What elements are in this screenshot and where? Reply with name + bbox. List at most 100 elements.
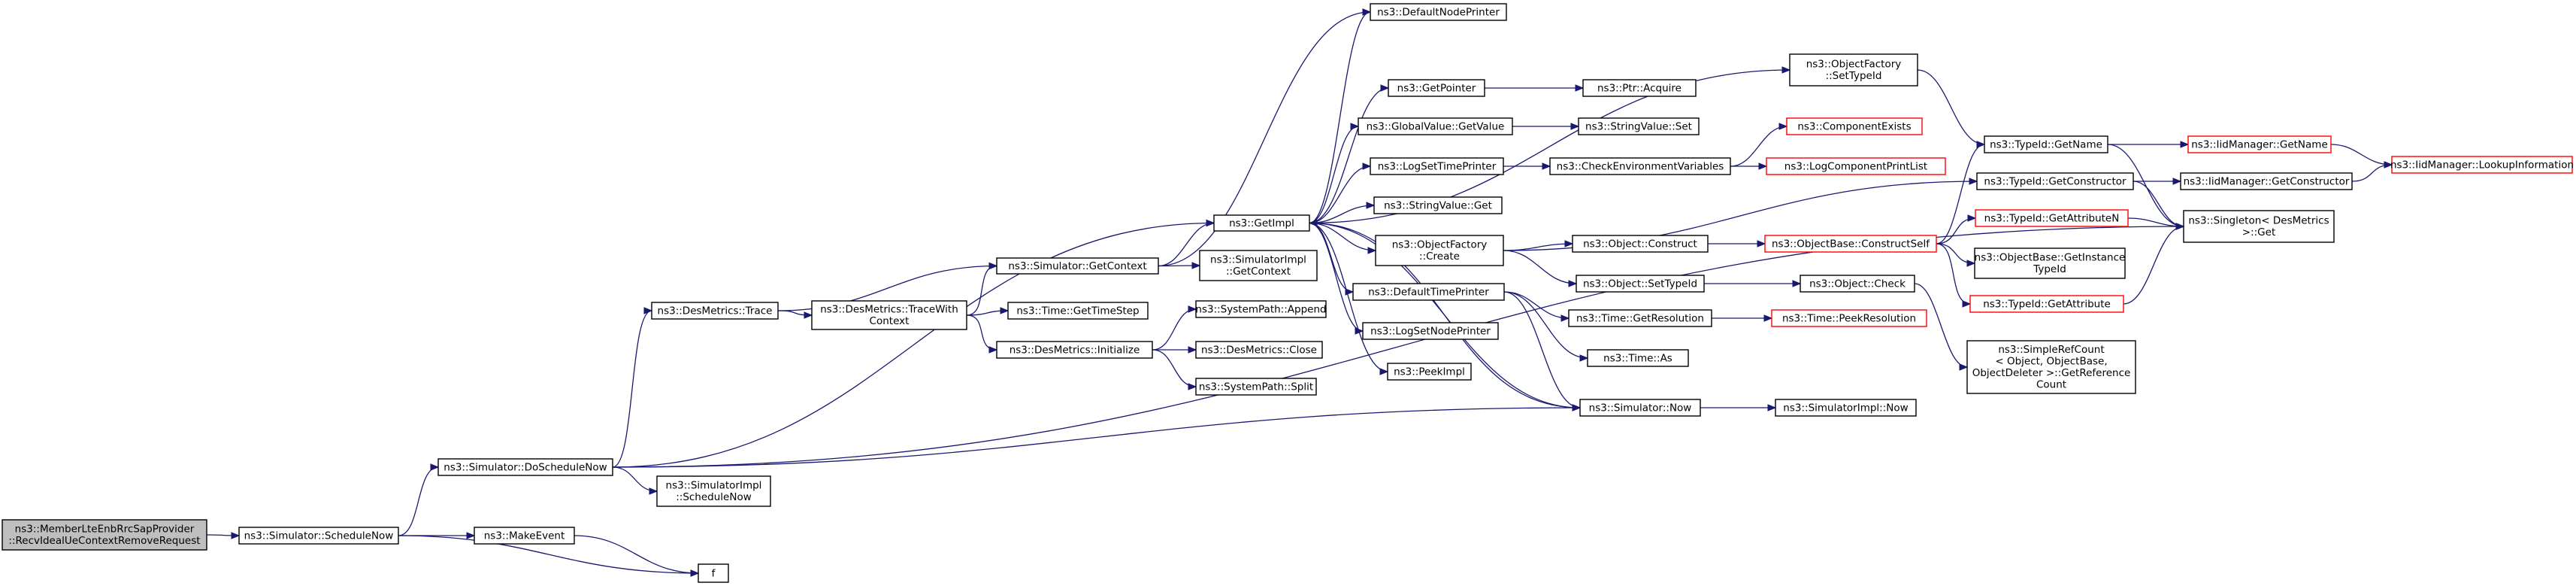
edge-arrowhead <box>1380 84 1390 92</box>
node-checkEnv[interactable]: ns3::CheckEnvironmentVariables <box>1549 157 1731 175</box>
node-label: ns3::DesMetrics::Close <box>1201 344 1317 356</box>
node-singleton[interactable]: ns3::Singleton< DesMetrics>::Get <box>2183 210 2335 243</box>
node-logSetNode[interactable]: ns3::LogSetNodePrinter <box>1362 322 1499 340</box>
node-schedNow[interactable]: ns3::Simulator::ScheduleNow <box>238 527 399 545</box>
node-ofSetTypeId[interactable]: ns3::ObjectFactory::SetTypeId <box>1789 53 1918 87</box>
node-timeAs[interactable]: ns3::Time::As <box>1587 349 1689 367</box>
node-simImplSched[interactable]: ns3::SimulatorImpl::ScheduleNow <box>656 475 771 507</box>
edge-traceWith-to-getTimeStep <box>966 307 1010 316</box>
node-defNodePrinter[interactable]: ns3::DefaultNodePrinter <box>1370 3 1507 21</box>
node-box <box>1007 302 1149 320</box>
edge-checkEnv-to-logCompPrint <box>1730 162 1768 170</box>
edge-obConstructSelf-to-obGetInstTypeId <box>1936 243 1976 267</box>
node-typeIdGetCtor[interactable]: ns3::TypeId::GetConstructor <box>1976 172 2134 190</box>
node-simNow[interactable]: ns3::Simulator::Now <box>1579 399 1701 417</box>
node-iidGetName[interactable]: ns3::IidManager::GetName <box>2187 135 2332 153</box>
node-objSetTypeId[interactable]: ns3::Object::SetTypeId <box>1576 275 1705 293</box>
edge-desInit-to-sysAppend <box>1152 305 1197 351</box>
edge-doSchedNow-to-desTrace <box>612 307 653 468</box>
edge-arrowhead <box>1966 260 1976 267</box>
node-label: ns3::DesMetrics::TraceWith <box>820 304 958 316</box>
node-timePeekRes[interactable]: ns3::Time::PeekResolution <box>1771 309 1927 327</box>
node-getPointer[interactable]: ns3::GetPointer <box>1388 79 1485 97</box>
node-label: ns3::Simulator::DoScheduleNow <box>443 461 607 473</box>
node-label: Context <box>870 315 910 327</box>
edge-typeIdGetName-to-iidGetName <box>2108 141 2190 148</box>
node-iidLookup[interactable]: ns3::IidManager::LookupInformation <box>2390 156 2574 174</box>
edge-simNow-to-simImplNow <box>1700 404 1777 411</box>
node-desInit[interactable]: ns3::DesMetrics::Initialize <box>996 341 1153 359</box>
node-label: ::SetTypeId <box>1826 70 1882 82</box>
node-doSchedNow[interactable]: ns3::Simulator::DoScheduleNow <box>437 458 613 476</box>
edge-root-to-schedNow <box>206 532 241 539</box>
edge-arrowhead <box>1959 363 1969 371</box>
edge-line <box>1503 250 1577 284</box>
node-typeIdGetAttrN[interactable]: ns3::TypeId::GetAttributeN <box>1975 209 2129 227</box>
node-getTimeStep[interactable]: ns3::Time::GetTimeStep <box>1007 302 1149 320</box>
node-getImpl[interactable]: ns3::GetImpl <box>1213 214 1310 232</box>
node-label: ns3::Time::GetResolution <box>1576 312 1704 324</box>
node-box <box>1771 309 1927 327</box>
node-makeEvent[interactable]: ns3::MakeEvent <box>474 527 575 545</box>
edge-getImpl-to-ofSetTypeId <box>1309 66 1791 224</box>
node-svGet[interactable]: ns3::StringValue::Get <box>1373 196 1503 214</box>
node-defTimePrinter[interactable]: ns3::DefaultTimePrinter <box>1352 283 1505 301</box>
node-simImplGetCtx[interactable]: ns3::SimulatorImpl::GetContext <box>1199 250 1318 281</box>
node-box <box>1789 53 1918 87</box>
node-ofCreate[interactable]: ns3::ObjectFactory::Create <box>1375 235 1504 266</box>
node-box <box>2187 135 2332 153</box>
node-label: f <box>712 567 716 579</box>
node-getContext[interactable]: ns3::Simulator::GetContext <box>996 257 1159 275</box>
edge-arrowhead <box>1000 307 1010 314</box>
node-label: ns3::GlobalValue::GetValue <box>1367 120 1505 132</box>
node-gvGetValue[interactable]: ns3::GlobalValue::GetValue <box>1358 117 1513 135</box>
node-f[interactable]: f <box>698 563 729 583</box>
node-label: ns3::ObjectFactory <box>1806 59 1902 71</box>
edge-line <box>1152 349 1197 387</box>
edge-line <box>1309 222 1364 332</box>
node-label: ns3::IidManager::GetConstructor <box>2184 175 2350 187</box>
node-svSet[interactable]: ns3::StringValue::Set <box>1578 117 1700 135</box>
node-objConstruct[interactable]: ns3::Object::Construct <box>1572 235 1709 253</box>
node-root[interactable]: ns3::MemberLteEnbRrcSapProvider::RecvIde… <box>2 519 207 551</box>
node-sysAppend[interactable]: ns3::SystemPath::Append <box>1195 300 1327 318</box>
node-peekImpl[interactable]: ns3::PeekImpl <box>1387 363 1472 381</box>
edge-line <box>612 310 652 468</box>
node-timeGetRes[interactable]: ns3::Time::GetResolution <box>1568 309 1712 327</box>
edge-arrowhead <box>1781 66 1791 74</box>
node-label: ns3::LogSetTimePrinter <box>1378 160 1497 172</box>
node-sysSplit[interactable]: ns3::SystemPath::Split <box>1195 378 1317 396</box>
node-logCompPrint[interactable]: ns3::LogComponentPrintList <box>1766 157 1946 175</box>
node-label: ns3::SimulatorImpl <box>666 480 762 492</box>
node-ptrAcquire[interactable]: ns3::Ptr::Acquire <box>1582 79 1697 97</box>
edge-arrowhead <box>1969 178 1978 185</box>
node-box <box>1572 235 1709 253</box>
edge-line <box>1936 243 1971 305</box>
edge-getContext-to-simImplGetCtx <box>1158 262 1201 269</box>
node-iidGetCtor[interactable]: ns3::IidManager::GetConstructor <box>2180 172 2353 190</box>
edge-defTimePrinter-to-timeGetRes <box>1503 291 1570 322</box>
node-typeIdGetName[interactable]: ns3::TypeId::GetName <box>1984 135 2108 153</box>
edge-arrowhead <box>1962 300 1972 308</box>
node-compExists[interactable]: ns3::ComponentExists <box>1786 117 1923 135</box>
node-desClose[interactable]: ns3::DesMetrics::Close <box>1195 341 1323 359</box>
node-obConstructSelf[interactable]: ns3::ObjectBase::ConstructSelf <box>1764 235 1937 253</box>
edge-gvGetValue-to-svSet <box>1512 123 1580 130</box>
edge-arrowhead <box>804 311 813 319</box>
edge-simNow-to-getImpl <box>1308 219 1581 408</box>
node-label: ObjectDeleter >::GetReference <box>1972 367 2131 379</box>
node-simpleRefCount[interactable]: ns3::SimpleRefCount< Object, ObjectBase,… <box>1966 340 2136 394</box>
edge-doSchedNow-to-simNow <box>612 404 1582 468</box>
node-typeIdGetAttr[interactable]: ns3::TypeId::GetAttribute <box>1969 295 2124 313</box>
node-label: ns3::CheckEnvironmentVariables <box>1557 160 1724 172</box>
node-simImplNow[interactable]: ns3::SimulatorImpl::Now <box>1775 399 1917 417</box>
node-desTrace[interactable]: ns3::DesMetrics::Trace <box>651 302 779 320</box>
edge-desInit-to-sysSplit <box>1152 349 1197 390</box>
node-logSetTime[interactable]: ns3::LogSetTimePrinter <box>1370 157 1504 175</box>
edge-arrowhead <box>1758 162 1768 170</box>
node-objCheck[interactable]: ns3::Object::Check <box>1800 275 1915 293</box>
edge-arrowhead <box>1188 346 1197 354</box>
node-label: ns3::Time::PeekResolution <box>1782 312 1916 324</box>
